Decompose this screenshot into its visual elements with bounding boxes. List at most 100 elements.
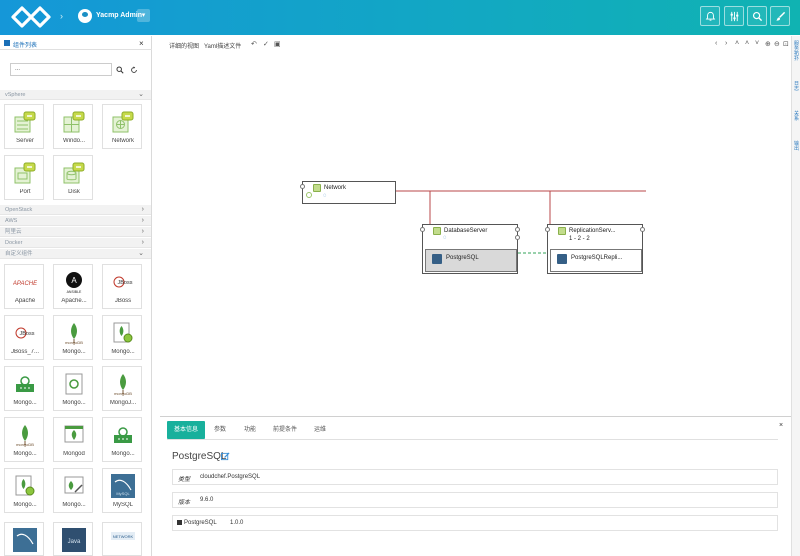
chevron-up-icon[interactable]: ˄ [735, 40, 740, 47]
palette-item-port[interactable]: Port [4, 155, 44, 200]
side-item-log[interactable]: 日志 [793, 81, 799, 92]
port-icon[interactable] [640, 227, 645, 232]
side-item-topology[interactable]: 服务拓扑 [793, 41, 799, 62]
vsphere-port-icon [14, 162, 36, 184]
search-icon[interactable] [113, 63, 126, 76]
notification-button[interactable] [700, 6, 720, 26]
side-item-relation[interactable]: 关系 [793, 111, 799, 122]
search-button[interactable] [747, 6, 767, 26]
svg-text:mongoDB: mongoDB [65, 340, 83, 345]
port-icon[interactable] [420, 227, 425, 232]
vsphere-server-icon [14, 111, 36, 133]
node-title: Network [324, 185, 347, 191]
avatar[interactable] [78, 9, 92, 23]
tab-yaml[interactable]: Yaml描述文件 [204, 44, 242, 50]
mongodb-gear-icon [15, 475, 35, 496]
palette-item-windows[interactable]: Windo... [53, 104, 93, 149]
svg-text:ANSIBLE: ANSIBLE [67, 290, 82, 294]
palette-item[interactable]: mongoDB MongoJ... [102, 366, 142, 411]
port-icon[interactable] [515, 235, 520, 240]
save-icon[interactable]: ▣ [274, 41, 281, 48]
check-icon[interactable]: ✓ [263, 41, 269, 48]
undo-icon[interactable]: ↶ [251, 41, 257, 48]
palette-item-label: JBoss_7... [10, 349, 39, 355]
tab-prerequisites[interactable]: 前提条件 [272, 427, 297, 433]
category-aws[interactable]: AWS› [0, 216, 151, 226]
edit-icon[interactable] [221, 452, 230, 461]
theme-button[interactable] [770, 6, 790, 26]
palette-item-network-partial[interactable]: NETWORK [102, 522, 142, 556]
chevron-up-icon[interactable]: ˄ [745, 40, 750, 47]
category-docker[interactable]: Docker› [0, 238, 151, 248]
postgresql-logo [432, 254, 442, 264]
details-panel: 基本信息 参数 功能 前提条件 运维 × PostgreSQL 类型 cloud… [160, 416, 791, 556]
palette-item[interactable]: Mongo... [4, 468, 44, 513]
search-icon [752, 11, 762, 21]
port-icon[interactable] [300, 184, 305, 189]
topology-links [396, 190, 646, 254]
chevron-left-icon[interactable]: ‹ [715, 40, 718, 47]
tab-ops[interactable]: 运维 [313, 427, 326, 433]
node-title: ReplicationServ... [569, 228, 616, 234]
category-aliyun[interactable]: 阿里云› [0, 227, 151, 237]
zoom-out-icon[interactable]: ⊖ [774, 41, 780, 48]
chevron-down-icon: ⌄ [138, 91, 144, 98]
loading-icon: ◌ [443, 235, 447, 241]
chevron-down-icon[interactable]: ˅ [755, 40, 760, 47]
palette-item[interactable]: Mongo... [53, 366, 93, 411]
mongodb-leaf-logo: mongoDB [65, 323, 83, 345]
category-openstack[interactable]: OpenStack› [0, 205, 151, 215]
palette-item[interactable]: Mongo... [53, 468, 93, 513]
chevron-right-icon: › [141, 239, 144, 246]
palette-item[interactable]: Mongo... [102, 315, 142, 360]
component-search-input[interactable]: ... [10, 63, 112, 76]
chevron-right-icon[interactable]: › [725, 40, 728, 47]
zoom-in-icon[interactable]: ⊕ [765, 41, 771, 48]
category-label: vSphere [5, 92, 26, 98]
port-icon[interactable] [515, 227, 520, 232]
settings-sliders-button[interactable] [724, 6, 744, 26]
palette-item-label: MongoJ... [109, 400, 137, 406]
palette-item-mysql-partial[interactable] [4, 522, 44, 556]
postgresql-replica-component[interactable]: PostgreSQLRepli... [550, 249, 642, 272]
palette-item-server[interactable]: Server [4, 104, 44, 149]
tab-basic-info[interactable]: 基本信息 [167, 421, 205, 439]
instance-count[interactable]: 1 - 2 - 2 [569, 236, 590, 242]
category-vsphere[interactable]: vSphere ⌄ [0, 90, 151, 100]
svg-text:mongoDB: mongoDB [16, 442, 34, 447]
tab-functions[interactable]: 功能 [243, 427, 256, 433]
palette-item-label: Port [19, 189, 31, 195]
refresh-icon[interactable] [127, 63, 140, 76]
tab-params[interactable]: 参数 [213, 427, 226, 433]
side-item-output[interactable]: 输出 [793, 141, 799, 152]
palette-item[interactable]: Mongo... [4, 366, 44, 411]
mongodb-leaf-logo: mongoDB [114, 374, 132, 396]
topology-canvas[interactable]: 详细的视图 Yaml描述文件 ↶ ✓ ▣ ‹ › ˄ ˄ ˅ ⊕ ⊖ ⊡ Net… [160, 36, 790, 416]
app-logo[interactable] [10, 5, 52, 29]
replication-server-node[interactable]: ReplicationServ... 1 - 2 - 2 PostgreSQLR… [545, 224, 645, 274]
user-name[interactable]: Yacmp Admin [96, 12, 143, 19]
palette-item-disk[interactable]: Disk [53, 155, 93, 200]
palette-item[interactable]: Mongo... [102, 417, 142, 462]
palette-item-network[interactable]: Network [102, 104, 142, 149]
category-custom[interactable]: 自定义组件⌄ [0, 249, 151, 259]
close-icon[interactable]: × [779, 422, 784, 429]
vsphere-disk-icon [63, 162, 85, 184]
fit-screen-icon[interactable]: ⊡ [783, 41, 789, 48]
postgresql-component[interactable]: PostgreSQL [425, 249, 517, 272]
palette-item-java-partial[interactable]: Java [53, 522, 93, 556]
database-server-node[interactable]: DatabaseServer ◌ PostgreSQL [420, 224, 520, 274]
close-icon[interactable]: × [139, 39, 144, 48]
port-icon[interactable] [545, 227, 550, 232]
network-node[interactable]: Network ◌ [300, 181, 396, 204]
tab-detail-view[interactable]: 详细的视图 [169, 44, 200, 50]
palette-item[interactable]: Mongod [53, 417, 93, 462]
user-dropdown-icon[interactable]: ▾ [137, 9, 150, 22]
